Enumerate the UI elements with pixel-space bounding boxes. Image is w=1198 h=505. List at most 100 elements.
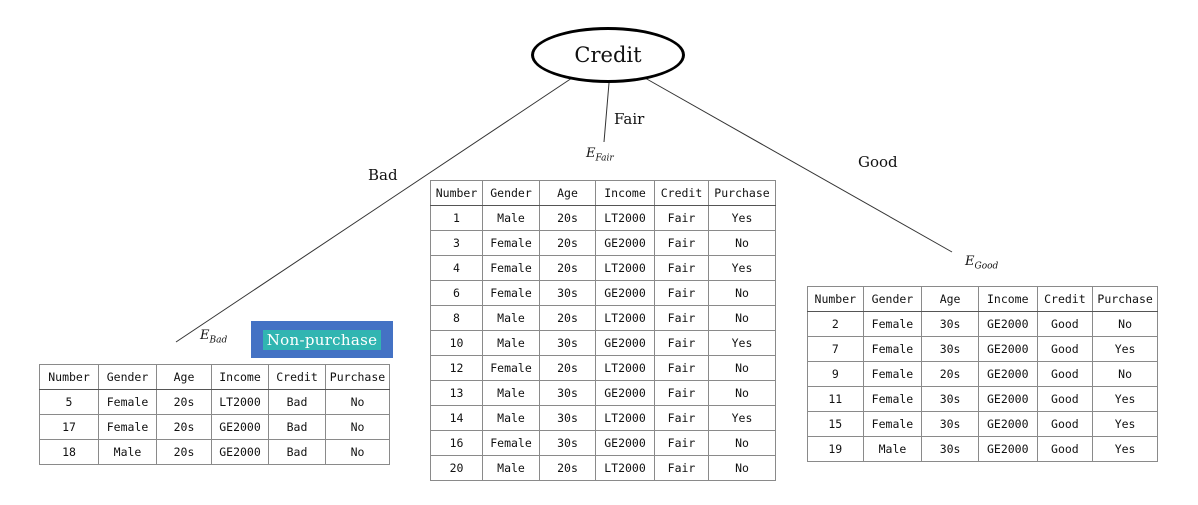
- table-cell: LT2000: [595, 355, 655, 381]
- table-cell: 30s: [539, 380, 596, 406]
- table-cell: Good: [1036, 436, 1094, 462]
- table-cell: 2: [807, 311, 864, 337]
- table-cell: No: [708, 230, 776, 256]
- table-cell: Fair: [654, 430, 709, 456]
- table-cell: 10: [430, 330, 483, 356]
- table-cell: Yes: [1092, 386, 1158, 412]
- non-purchase-badge: Non-purchase: [251, 321, 393, 358]
- table-cell: Male: [482, 330, 540, 356]
- edge-label-good: Good: [858, 153, 898, 171]
- table-cell: 6: [430, 280, 483, 306]
- subset-label-fair-sub: Fair: [595, 153, 614, 164]
- table-cell: No: [708, 305, 776, 331]
- column-header: Age: [921, 286, 979, 312]
- table-cell: No: [325, 414, 390, 440]
- column-header: Credit: [268, 364, 326, 390]
- table-cell: 20s: [156, 389, 212, 415]
- table-cell: Bad: [268, 439, 326, 465]
- column-header: Purchase: [325, 364, 390, 390]
- table-cell: 20s: [921, 361, 979, 387]
- root-node-label: Credit: [574, 43, 642, 67]
- table-cell: Male: [482, 305, 540, 331]
- table-cell: 20s: [539, 205, 596, 231]
- table-cell: Fair: [654, 230, 709, 256]
- table-cell: Female: [862, 411, 923, 437]
- table-cell: 20s: [156, 439, 212, 465]
- table-cell: LT2000: [211, 389, 269, 415]
- table-cell: Fair: [654, 455, 709, 481]
- table-cell: GE2000: [977, 336, 1038, 362]
- column-header: Number: [807, 286, 864, 312]
- table-cell: No: [708, 380, 776, 406]
- table-cell: Male: [482, 205, 540, 231]
- column-header: Gender: [98, 364, 157, 390]
- table-cell: Female: [482, 355, 540, 381]
- table-cell: Yes: [1092, 411, 1158, 437]
- table-cell: Good: [1036, 386, 1094, 412]
- table-cell: 16: [430, 430, 483, 456]
- table-cell: GE2000: [595, 280, 655, 306]
- column-header: Number: [430, 180, 483, 206]
- subset-label-good-sub: Good: [974, 261, 999, 272]
- table-cell: 30s: [539, 280, 596, 306]
- subset-label-bad: EBad: [200, 328, 227, 346]
- table-cell: Male: [482, 405, 540, 431]
- table-cell: 20s: [539, 355, 596, 381]
- table-cell: Male: [862, 436, 923, 462]
- table-cell: 5: [39, 389, 99, 415]
- table-cell: Male: [482, 380, 540, 406]
- edge-label-fair: Fair: [614, 110, 645, 128]
- table-cell: 20s: [539, 305, 596, 331]
- column-header: Credit: [1036, 286, 1094, 312]
- table-cell: 1: [430, 205, 483, 231]
- table-cell: 4: [430, 255, 483, 281]
- column-header: Age: [156, 364, 212, 390]
- table-cell: Yes: [708, 330, 776, 356]
- table-cell: GE2000: [211, 439, 269, 465]
- table-cell: Female: [482, 430, 540, 456]
- table-cell: Yes: [1092, 436, 1158, 462]
- edge-line-good: [644, 77, 953, 253]
- table-cell: GE2000: [595, 330, 655, 356]
- table-cell: No: [708, 430, 776, 456]
- table-cell: No: [708, 355, 776, 381]
- table-cell: GE2000: [595, 230, 655, 256]
- table-cell: GE2000: [977, 436, 1038, 462]
- table-cell: No: [1092, 311, 1158, 337]
- table-cell: Good: [1036, 411, 1094, 437]
- table-cell: 19: [807, 436, 864, 462]
- root-node-credit: Credit: [531, 27, 685, 83]
- subset-label-bad-base: E: [200, 328, 210, 343]
- table-cell: GE2000: [977, 411, 1038, 437]
- table-cell: No: [708, 280, 776, 306]
- subset-label-bad-sub: Bad: [209, 335, 228, 346]
- subset-label-fair-base: E: [586, 146, 596, 161]
- table-cell: No: [1092, 361, 1158, 387]
- column-header: Income: [977, 286, 1038, 312]
- table-cell: Good: [1036, 336, 1094, 362]
- table-cell: Fair: [654, 280, 709, 306]
- table-cell: 30s: [539, 330, 596, 356]
- table-cell: Female: [862, 311, 923, 337]
- table-cell: LT2000: [595, 455, 655, 481]
- column-header: Number: [39, 364, 99, 390]
- table-cell: 30s: [921, 386, 979, 412]
- table-cell: 15: [807, 411, 864, 437]
- table-cell: Yes: [1092, 336, 1158, 362]
- table-cell: 7: [807, 336, 864, 362]
